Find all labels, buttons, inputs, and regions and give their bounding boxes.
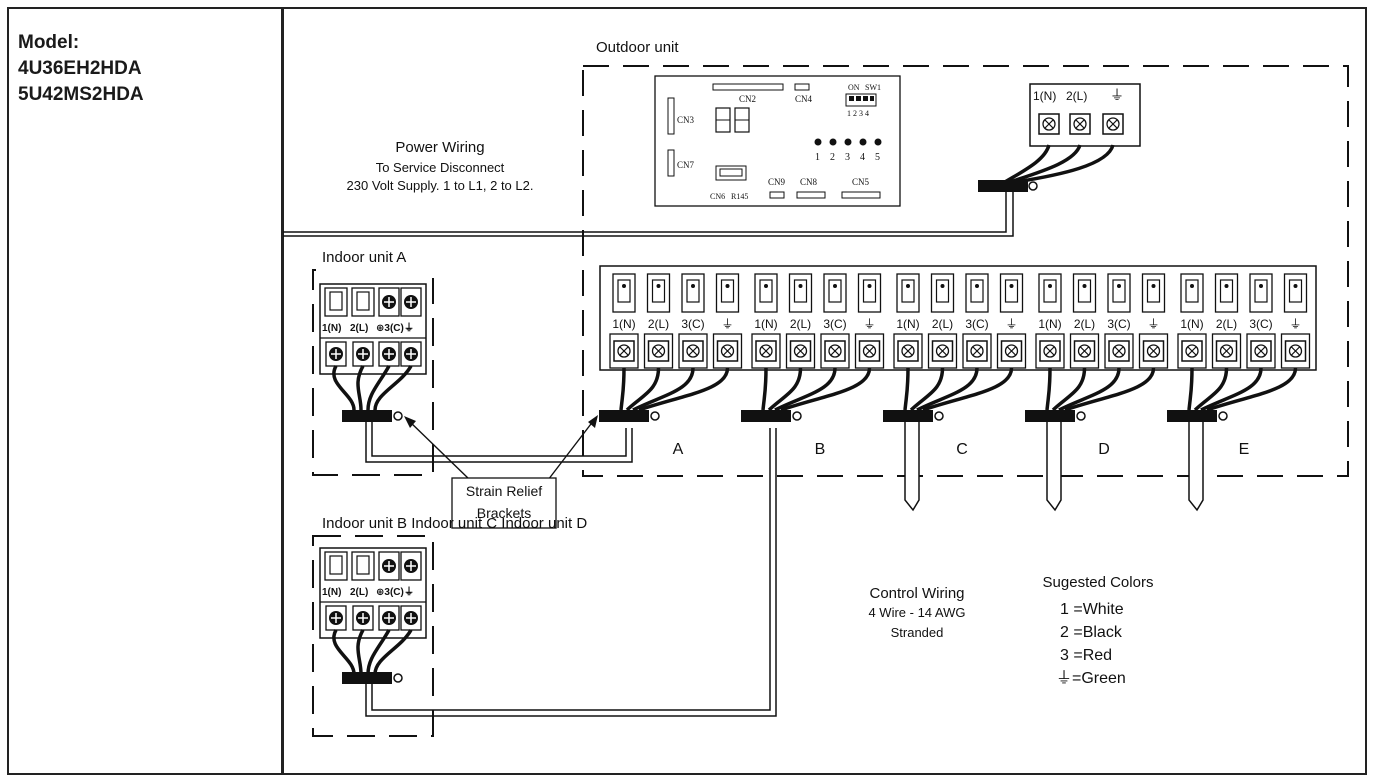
control-wiring-line2: Stranded xyxy=(891,625,944,640)
model-panel: Model: 4U36EH2HDA 5U42MS2HDA xyxy=(18,30,144,108)
terminal-label: 3(C) xyxy=(1249,317,1272,331)
terminal-label: 2(L) xyxy=(790,317,811,331)
colors-title: Sugested Colors xyxy=(1043,574,1154,591)
indoor-bcd-title: Indoor unit B Indoor unit C Indoor unit … xyxy=(322,515,587,532)
terminal-label: ⏚ xyxy=(1147,317,1159,331)
model-number-1: 4U36EH2HDA xyxy=(18,58,142,79)
board-led-label: 4 xyxy=(860,152,865,163)
indoor-a-terminal-label: ⏚ xyxy=(404,322,414,334)
terminal-label: 2(L) xyxy=(648,317,669,331)
color-black: 2 =Black xyxy=(1060,624,1123,641)
control-wiring-title: Control Wiring xyxy=(869,585,964,602)
board-cn6: CN6 xyxy=(710,192,725,201)
model-number-2: 5U42MS2HDA xyxy=(18,84,144,105)
indoor-bcd-terminal-label: 1(N) xyxy=(322,587,341,598)
board-cn2: CN2 xyxy=(739,94,756,104)
strain-relief-bracket xyxy=(599,410,649,422)
terminal-label: ⏚ xyxy=(1005,317,1017,331)
power-wiring-title: Power Wiring xyxy=(395,139,484,156)
board-r145: R145 xyxy=(731,192,748,201)
outdoor-unit-boundary xyxy=(582,65,1349,477)
terminal-group-letter: D xyxy=(1098,441,1110,458)
strain-relief-bracket xyxy=(741,410,791,422)
terminal-label: 1(N) xyxy=(1180,317,1203,331)
terminal-label: 3(C) xyxy=(823,317,846,331)
terminal-label: 2(L) xyxy=(932,317,953,331)
strain-relief-line2: Brackets xyxy=(477,505,531,521)
terminal-group-E: 1(N) 2(L) 3(C) ⏚ E xyxy=(1167,273,1311,512)
switch-on-label: ON xyxy=(848,83,860,92)
terminal-label: ⏚ xyxy=(721,317,733,331)
terminal-label: 1(N) xyxy=(754,317,777,331)
terminal-group-letter: A xyxy=(673,441,684,458)
terminal-group-letter: B xyxy=(815,441,826,458)
board-cn7: CN7 xyxy=(677,160,695,170)
power-terminal-block: 1(N) 2(L) ⏚ xyxy=(283,83,1141,237)
switch-name: SW1 xyxy=(865,83,881,92)
switch-positions: 1 2 3 4 xyxy=(847,109,869,118)
terminal-group-B: 1(N) 2(L) 3(C) ⏚ B xyxy=(741,273,885,458)
terminal-label: 2(L) xyxy=(1216,317,1237,331)
strain-relief-bracket xyxy=(1167,410,1217,422)
outdoor-unit-title: Outdoor unit xyxy=(596,39,679,56)
color-white: 1 =White xyxy=(1060,601,1124,618)
board-led-label: 2 xyxy=(830,152,835,163)
outdoor-title-mask xyxy=(560,36,760,56)
strain-relief-callout: Strain Relief Brackets xyxy=(404,415,598,529)
page-frame xyxy=(7,7,1367,775)
strain-relief-bracket xyxy=(883,410,933,422)
color-green: ⏚=Green xyxy=(1056,669,1126,687)
board-led xyxy=(829,138,837,146)
control-wiring-line1: 4 Wire - 14 AWG xyxy=(868,605,965,620)
terminal-group-D: 1(N) 2(L) 3(C) ⏚ D xyxy=(1025,273,1169,512)
strain-relief-bracket xyxy=(1025,410,1075,422)
terminal-label: ⏚ xyxy=(1289,317,1301,331)
terminal-label: 1(N) xyxy=(612,317,635,331)
power-wiring-line2: 230 Volt Supply. 1 to L1, 2 to L2. xyxy=(347,178,534,193)
terminal-group-A: 1(N) 2(L) 3(C) ⏚ A xyxy=(599,273,743,458)
terminal-label: 2(L) xyxy=(1074,317,1095,331)
terminal-group-letter: E xyxy=(1239,441,1250,458)
terminal-group-letter: C xyxy=(956,441,968,458)
board-cn9: CN9 xyxy=(768,177,786,187)
board-led xyxy=(859,138,867,146)
indoor-a-terminal-label: 1(N) xyxy=(322,323,341,334)
power-terminal-l: 2(L) xyxy=(1066,89,1087,103)
board-cn4: CN4 xyxy=(795,94,813,104)
indoor-a-terminal-label: ⊕3(C) xyxy=(376,323,404,334)
board-led xyxy=(844,138,852,146)
board-led xyxy=(814,138,822,146)
board-led-label: 3 xyxy=(845,152,850,163)
board-cn3: CN3 xyxy=(677,115,695,125)
board-cn5: CN5 xyxy=(852,177,870,187)
power-terminal-ground: ⏚ xyxy=(1110,87,1124,103)
main-terminal-strip: 1(N) 2(L) 3(C) ⏚ A 1(N) 2(L) 3(C) ⏚ B 1(N) 2(L) 3(C)… xyxy=(599,265,1317,512)
power-wiring-line1: To Service Disconnect xyxy=(376,160,505,175)
board-led-label: 5 xyxy=(875,152,880,163)
terminal-label: 1(N) xyxy=(1038,317,1061,331)
board-led-label: 1 xyxy=(815,152,820,163)
terminal-label: 3(C) xyxy=(681,317,704,331)
indoor-a-title: Indoor unit A xyxy=(322,249,406,266)
board-cn8: CN8 xyxy=(800,177,818,187)
color-red: 3 =Red xyxy=(1060,647,1112,664)
terminal-label: 3(C) xyxy=(965,317,988,331)
indoor-unit-a: Indoor unit A 1(N) 2(L) ⊕3(C)⏚ xyxy=(312,249,436,476)
column-divider xyxy=(281,7,284,775)
indoor-unit-bcd: 1(N) 2(L) ⊕3(C)⏚ xyxy=(312,428,777,737)
indoor-bcd-terminal-label: ⏚ xyxy=(404,586,414,598)
strain-relief-line1: Strain Relief xyxy=(466,483,542,499)
board-led xyxy=(874,138,882,146)
terminal-label: 1(N) xyxy=(896,317,919,331)
power-terminal-n: 1(N) xyxy=(1033,89,1056,103)
terminal-group-C: 1(N) 2(L) 3(C) ⏚ C xyxy=(883,273,1027,512)
terminal-label: ⏚ xyxy=(863,317,875,331)
indoor-bcd-terminal-label: 2(L) xyxy=(350,587,368,598)
terminal-label: 3(C) xyxy=(1107,317,1130,331)
model-label: Model: xyxy=(18,32,80,53)
indoor-bcd-terminal-label: ⊕3(C) xyxy=(376,587,404,598)
indoor-a-terminal-label: 2(L) xyxy=(350,323,368,334)
